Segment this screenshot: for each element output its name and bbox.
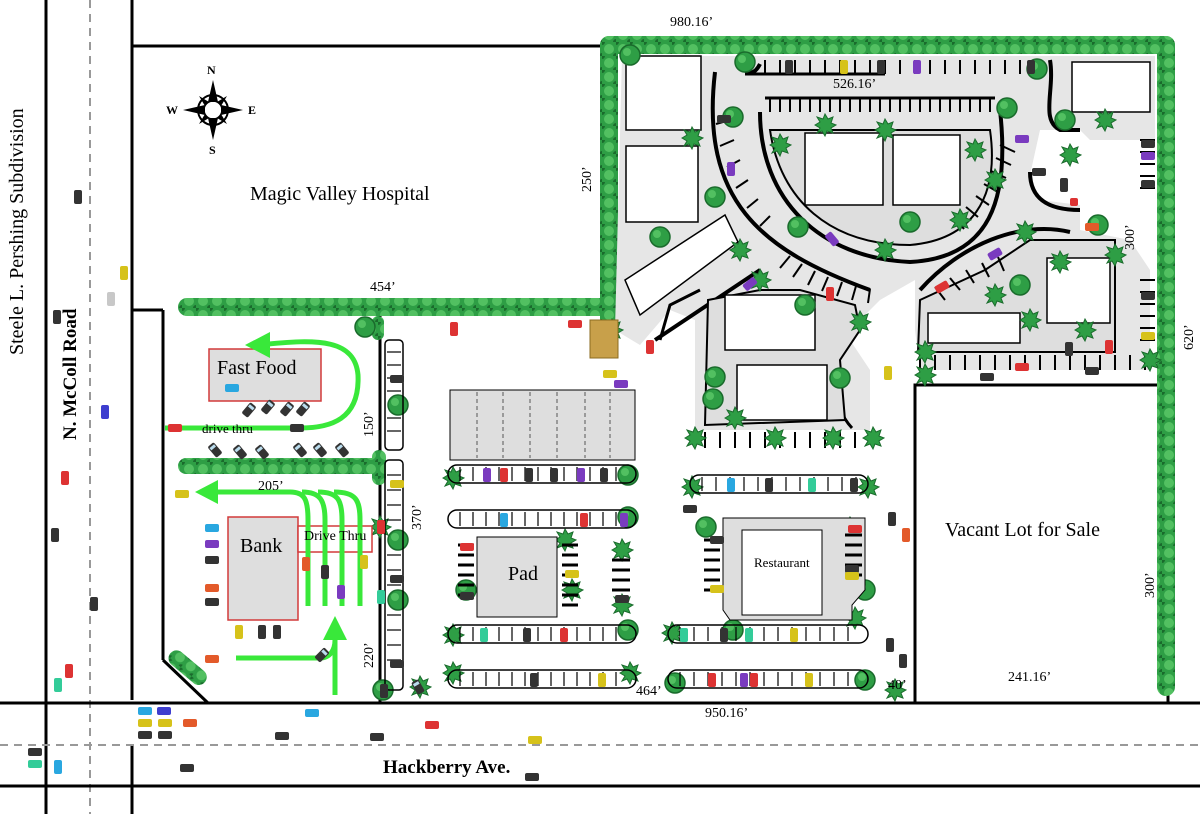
compass-east-label: E	[248, 103, 257, 117]
center-retail	[384, 339, 869, 691]
dim-220: 220’	[362, 642, 377, 668]
compass-north-label: N	[207, 63, 216, 77]
mccoll-road-label: N. McColl Road	[60, 308, 81, 440]
bank-site	[195, 480, 373, 695]
dim-inner-top: 526.16’	[833, 77, 877, 92]
dim-464: 464’	[636, 684, 662, 699]
drive-thru-fast-food-label: drive thru	[202, 421, 253, 436]
hackberry-ave-label: Hackberry Ave.	[383, 757, 511, 778]
medical-buildings	[624, 55, 1151, 421]
perimeter-hedge	[168, 36, 1175, 696]
dim-950: 950.16’	[705, 706, 749, 721]
vacant-lot-label: Vacant Lot for Sale	[945, 519, 1100, 541]
compass-west-label: W	[166, 103, 178, 117]
dim-right-outer: 620’	[1182, 324, 1197, 350]
dim-top: 980.16’	[670, 15, 714, 30]
dim-150: 150’	[362, 411, 377, 437]
hospital-label: Magic Valley Hospital	[250, 183, 430, 205]
subdivision-label: Steele L. Pershing Subdivision	[6, 108, 28, 355]
compass-south-label: S	[209, 143, 216, 157]
bank-label: Bank	[240, 535, 283, 557]
planter	[589, 319, 619, 359]
dim-right-mid: 300’	[1123, 224, 1138, 250]
dim-hospital-bottom: 454’	[370, 280, 396, 295]
pad-label: Pad	[508, 563, 538, 585]
cars	[28, 60, 1155, 781]
compass-rose	[183, 80, 243, 140]
fast-food-label: Fast Food	[217, 357, 297, 379]
dim-241: 241.16’	[1008, 670, 1052, 685]
dim-370: 370’	[410, 504, 425, 530]
dim-left-upper: 250’	[580, 166, 595, 192]
dim-right-lower: 300’	[1143, 572, 1158, 598]
fast-food-site	[165, 332, 361, 431]
dim-40: 40’	[888, 678, 907, 693]
drive-thru-bank-label: Drive Thru	[304, 529, 367, 544]
dim-205: 205’	[258, 479, 284, 494]
restaurant-label: Restaurant	[754, 555, 810, 570]
